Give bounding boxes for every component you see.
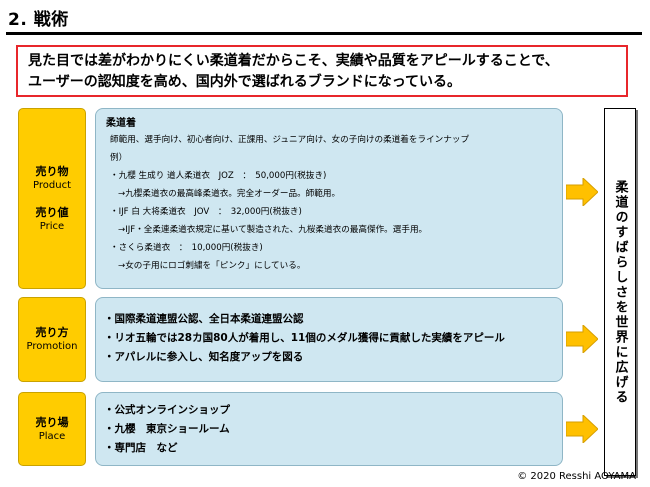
product-line: ・IJF 白 大将柔道衣 JOV ： 32,000円(税抜き)	[110, 207, 302, 217]
product-price-label: 売り物 Product 売り値 Price	[18, 108, 86, 289]
place-label-main: 売り場	[35, 415, 69, 429]
title-underline	[6, 32, 642, 35]
product-line: ・さくら柔道衣 ： 10,000円(税抜き)	[110, 243, 263, 253]
arrow-right-icon	[566, 325, 598, 353]
arrow-right-icon	[566, 415, 598, 443]
headline-line-1: 見た目では差がわかりにくい柔道着だからこそ、実績や品質をアピールすることで、	[28, 53, 559, 69]
promotion-line: ・アパレルに参入し、知名度アップを図る	[104, 351, 304, 363]
promotion-line: ・国際柔道連盟公認、全日本柔道連盟公認	[104, 313, 304, 325]
place-label: 売り場 Place	[18, 392, 86, 466]
product-box: 柔道着 師範用、選手向け、初心者向け、正課用、ジュニア向け、女の子向けの柔道着を…	[95, 108, 563, 289]
place-line: ・専門店 など	[104, 442, 178, 454]
promotion-label-main: 売り方	[35, 326, 69, 339]
headline-line-2: ユーザーの認知度を高め、国内外で選ばれるブランドになっている。	[28, 74, 462, 90]
price-label-main: 売り値	[35, 205, 69, 219]
product-label-sub: Product	[33, 179, 71, 191]
conclusion-text: 柔道のすばらしさを世界に広げる	[612, 179, 628, 405]
product-heading: 柔道着	[106, 118, 136, 129]
arrow-right-icon	[566, 178, 598, 206]
promotion-box: ・国際柔道連盟公認、全日本柔道連盟公認 ・リオ五輪では28カ国80人が着用し、1…	[95, 297, 563, 382]
promotion-label-sub: Promotion	[26, 341, 78, 352]
product-line: →IJF・全柔連柔道衣規定に基いて製造された、九桜柔道衣の最高傑作。選手用。	[118, 225, 428, 235]
headline-box: 見た目では差がわかりにくい柔道着だからこそ、実績や品質をアピールすることで、 ユ…	[16, 45, 628, 97]
place-line: ・九櫻 東京ショールーム	[104, 423, 230, 435]
conclusion-box: 柔道のすばらしさを世界に広げる	[604, 108, 636, 476]
copyright: © 2020 Resshi AOYAMA	[517, 471, 636, 482]
place-line: ・公式オンラインショップ	[104, 404, 230, 416]
product-label-main: 売り物	[35, 164, 69, 178]
product-line: ・九櫻 生成り 道人柔道衣 JOZ ： 50,000円(税抜き)	[110, 171, 327, 181]
product-line: 例）	[110, 153, 128, 163]
price-label-sub: Price	[39, 220, 65, 232]
place-box: ・公式オンラインショップ ・九櫻 東京ショールーム ・専門店 など	[95, 392, 563, 466]
product-line: →九櫻柔道衣の最高峰柔道衣。完全オーダー品。師範用。	[118, 189, 341, 199]
product-line: →女の子用にロゴ刺繍を「ピンク」にしている。	[118, 261, 306, 271]
promotion-line: ・リオ五輪では28カ国80人が着用し、11個のメダル獲得に貢献した実績をアピール	[104, 332, 505, 344]
product-line: 師範用、選手向け、初心者向け、正課用、ジュニア向け、女の子向けの柔道着をラインナ…	[110, 135, 470, 145]
place-label-sub: Place	[38, 430, 66, 442]
page-title: 2. 戦術	[8, 10, 69, 30]
promotion-label: 売り方 Promotion	[18, 297, 86, 382]
